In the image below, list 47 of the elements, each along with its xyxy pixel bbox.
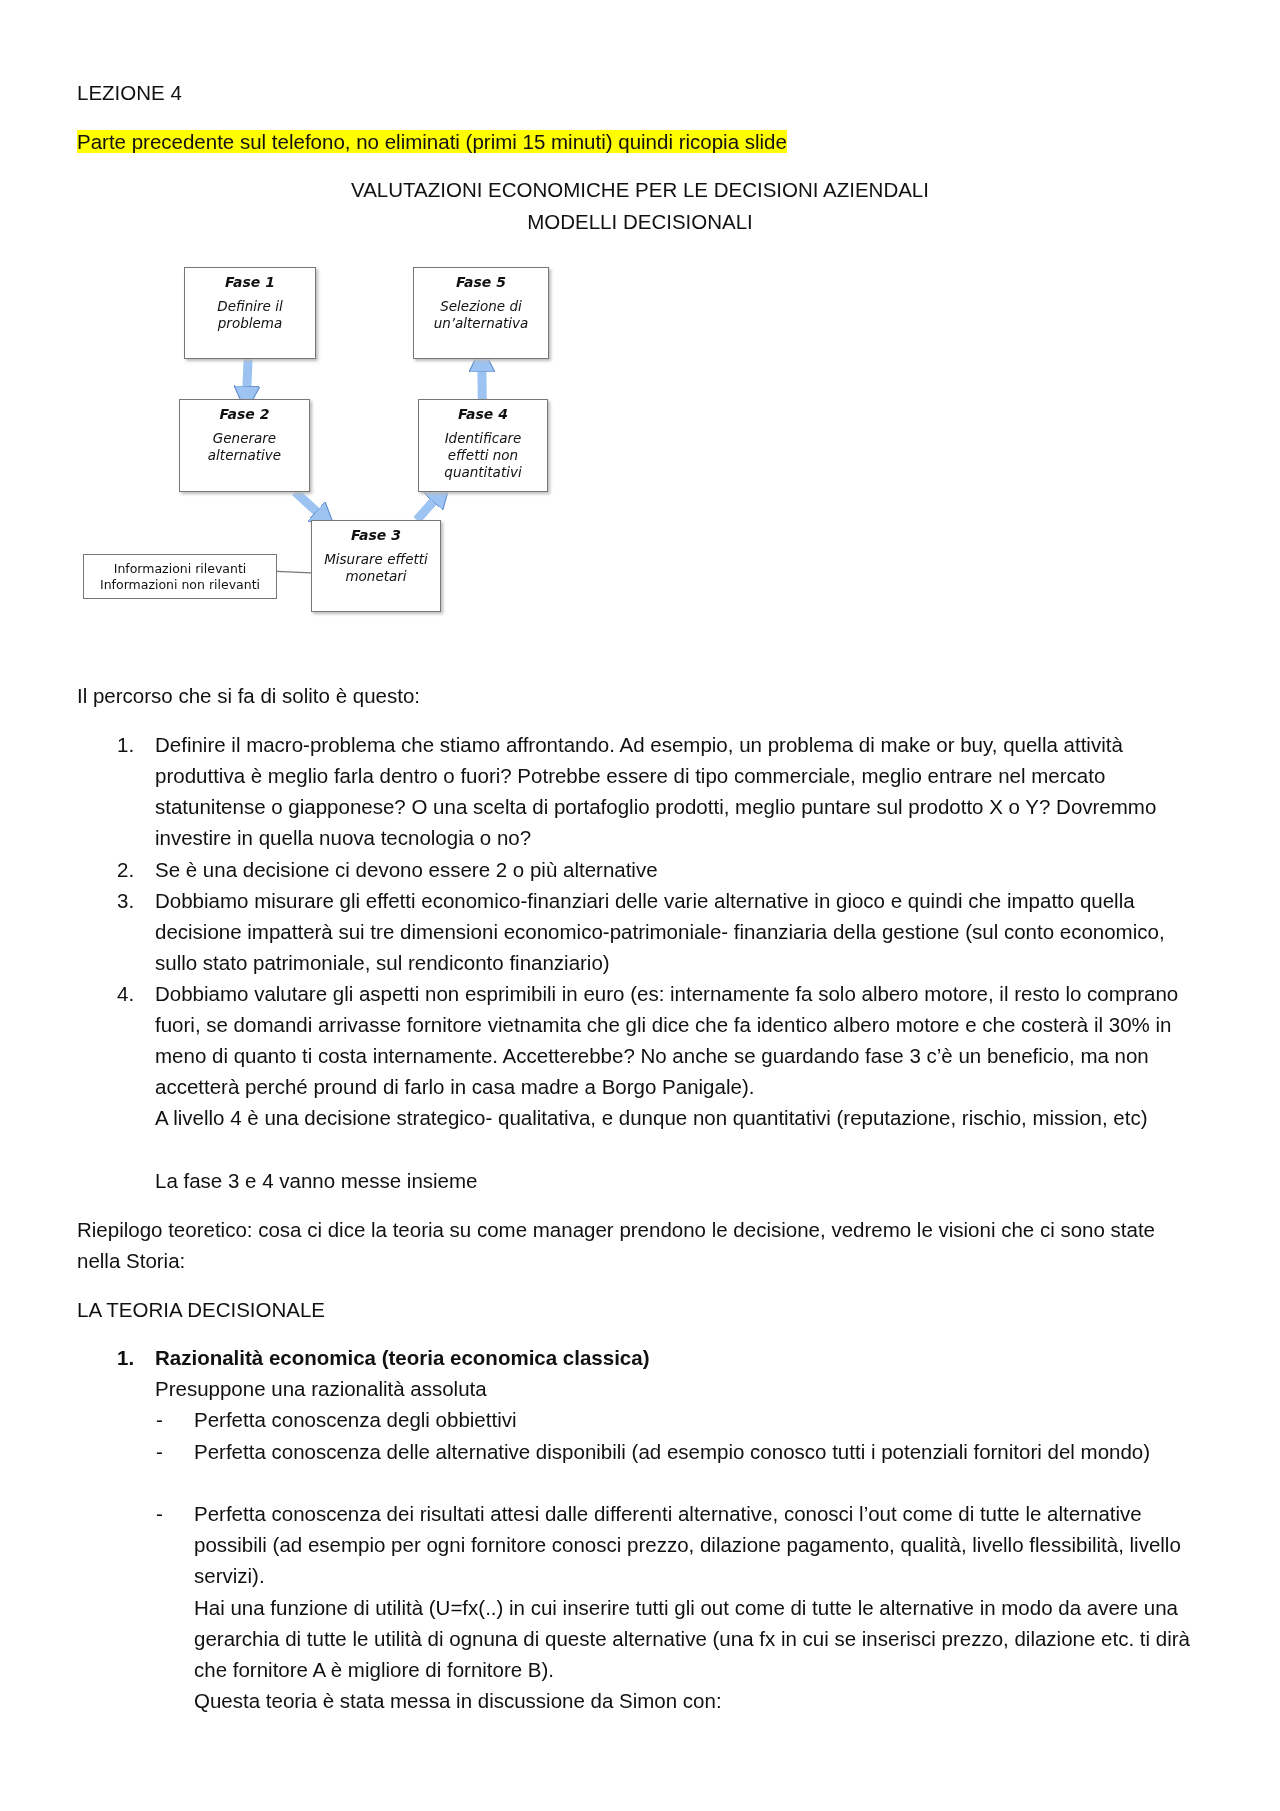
list-number: 1. [117,1344,136,1371]
list-item: Dobbiamo valutare gli aspetti non esprimibili in euro (es: internamente fa solo albero motore, il resto lo comprano fuori, se domandi arrivasse fornitore vietnamita che gli dice che fa identico albero motore e che costerà il 30% in meno di quanto ti costa internamente. Accetterebbe? No anche se guardando fase 3 c’è un beneficio, ma non accetterà perché pround di farlo in casa madre a Borgo Panigale). [155,980,1180,1100]
step-description: Misurare effetti monetari [323,551,429,585]
callout-text: Informazioni non rilevanti [98,577,262,593]
step-description: Generare alternative [206,430,283,464]
process-box [311,520,441,612]
paragraph: Riepilogo teoretico: cosa ci dice la teoria su come manager prendono le decisione, vedremo le visioni che ci sono state nella Storia: [77,1216,1156,1274]
list-item: Perfetta conoscenza degli obbiettivi [194,1406,518,1433]
section-title: MODELLI DECISIONALI [527,209,753,233]
step-title: Fase 1 [224,274,276,290]
step-title: Fase 5 [455,274,507,290]
bullet-dash: - [156,1500,164,1527]
highlighted-text: Parte precedente sul telefono, no eliminati (primi 15 minuti) quindi ricopia slide [77,129,787,153]
list-item: Dobbiamo misurare gli effetti economico-finanziari delle varie alternative in gioco e quindi che impatto quella decisione impatterà sui tre dimensioni economico-patrimoniale- finanziaria della gestione (sul conto economico, sullo stato patrimoniale, sul rendiconto finanziario) [155,887,1166,976]
callout-box [83,554,277,599]
paragraph: Hai una funzione di utilità (U=fx(..) in cui inserire tutti gli out come di tutte le alternative in modo da avere una gerarchia di tutte le utilità di ognuna di queste alternative (una fx in cui se inserisci prezzo, dilazione etc. ti dirà che fornitore A è migliore di fornitore B). [194,1594,1191,1683]
list-item: Razionalità economica (teoria economica classica) [155,1344,651,1371]
list-item: Perfetta conoscenza dei risultati attesi dalle differenti alternative, conosci l’out come di tutte le alternative possibili (ad esempio per ogni fornitore conosci prezzo, dilazione pagamento, qualità, livello flessibilità, livello servizi). [194,1500,1182,1589]
section-title: VALUTAZIONI ECONOMICHE PER LE DECISIONI AZIENDALI [351,177,929,201]
list-number: 4. [117,980,136,1007]
heading-text: LA TEORIA DECISIONALE [77,1296,326,1323]
process-box [184,267,316,359]
bullet-dash: - [156,1406,164,1433]
bullet-dash: - [156,1438,164,1465]
step-title: Fase 4 [457,406,509,422]
list-item: Perfetta conoscenza delle alternative disponibili (ad esempio conosco tutti i potenziali fornitori del mondo) [194,1438,1152,1465]
paragraph: Il percorso che si fa di solito è questo: [77,682,421,709]
heading-text: LEZIONE 4 [77,79,183,106]
paragraph: Presuppone una razionalità assoluta [155,1375,488,1402]
callout-text: Informazioni rilevanti [112,561,248,577]
list-item: Definire il macro-problema che stiamo affrontando. Ad esempio, un problema di make or buy, quella attività produttiva è meglio farla dentro o fuori? Potrebbe essere di tipo commerciale, meglio entrare nel mercato statunitense o giapponese? O una scelta di portafoglio prodotti, meglio puntare sul prodotto X o Y? Dovremmo investire in quella nuova tecnologia o no? [155,731,1158,851]
paragraph: A livello 4 è una decisione strategico- qualitativa, e dunque non quantitativi (reputazione, rischio, mission, etc) [155,1104,1149,1131]
step-description: Selezione di un’alternativa [432,298,530,332]
process-box [179,399,310,492]
list-item: Se è una decisione ci devono essere 2 o più alternative [155,856,659,883]
list-number: 1. [117,731,136,758]
paragraph: La fase 3 e 4 vanno messe insieme [155,1167,479,1194]
leader-line [276,570,312,574]
paragraph: Questa teoria è stata messa in discussione da Simon con: [194,1687,723,1714]
list-number: 3. [117,887,136,914]
list-number: 2. [117,856,136,883]
process-box [418,399,548,492]
step-title: Fase 3 [350,527,402,543]
process-box [413,267,549,359]
step-description: Identificare effetti non quantitativi [443,430,523,481]
step-description: Definire il problema [216,298,284,332]
step-title: Fase 2 [218,406,271,422]
